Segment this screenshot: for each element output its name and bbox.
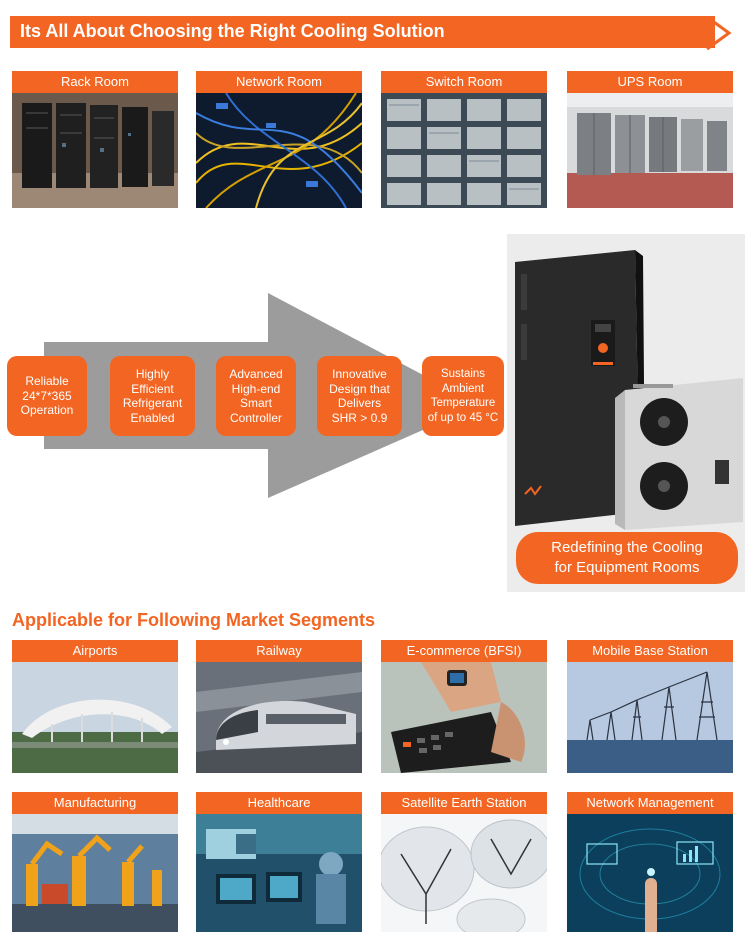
feature-controller: Advanced High-end Smart Controller bbox=[216, 356, 296, 436]
segment-label: Airports bbox=[12, 640, 178, 662]
segment-label: Satellite Earth Station bbox=[381, 792, 547, 814]
room-label: Rack Room bbox=[12, 71, 178, 93]
room-tile-switch: Switch Room bbox=[381, 71, 547, 208]
transmission-towers-photo bbox=[567, 662, 733, 773]
airport-photo bbox=[12, 662, 178, 773]
segment-tile-ecommerce: E-commerce (BFSI) bbox=[381, 640, 547, 773]
room-tile-ups: UPS Room bbox=[567, 71, 733, 208]
feature-text: Highly Efficient Refrigerant Enabled bbox=[122, 367, 183, 425]
segment-label: E-commerce (BFSI) bbox=[381, 640, 547, 662]
header-banner: Its All About Choosing the Right Cooling… bbox=[10, 16, 715, 48]
segment-tile-mobile-base-station: Mobile Base Station bbox=[567, 640, 733, 773]
satellite-dish-photo bbox=[381, 814, 547, 932]
segments-title: Applicable for Following Market Segments bbox=[12, 610, 376, 630]
feature-text: Reliable 24*7*365 Operation bbox=[20, 374, 74, 418]
server-racks-photo bbox=[12, 93, 178, 208]
feature-text: Sustains Ambient Temperature of up to 45… bbox=[427, 368, 499, 424]
product-tagline: Redefining the Cooling for Equipment Roo… bbox=[516, 532, 738, 584]
segment-tile-manufacturing: Manufacturing bbox=[12, 792, 178, 932]
ups-cabinets-photo bbox=[567, 93, 733, 208]
segment-tile-airports: Airports bbox=[12, 640, 178, 773]
network-cables-photo bbox=[196, 93, 362, 208]
digital-world-photo bbox=[567, 814, 733, 932]
segment-label: Mobile Base Station bbox=[567, 640, 733, 662]
factory-robots-photo bbox=[12, 814, 178, 932]
chevron-right-icon bbox=[706, 15, 732, 51]
room-label: UPS Room bbox=[567, 71, 733, 93]
train-photo bbox=[196, 662, 362, 773]
room-tile-network: Network Room bbox=[196, 71, 362, 208]
cooling-unit-photo bbox=[515, 250, 743, 530]
segment-label: Healthcare bbox=[196, 792, 362, 814]
operating-room-photo bbox=[196, 814, 362, 932]
segment-tile-railway: Railway bbox=[196, 640, 362, 773]
segment-label: Manufacturing bbox=[12, 792, 178, 814]
payment-terminal-photo bbox=[381, 662, 547, 773]
segment-tile-healthcare: Healthcare bbox=[196, 792, 362, 932]
room-label: Network Room bbox=[196, 71, 362, 93]
room-tile-rack: Rack Room bbox=[12, 71, 178, 208]
feature-temperature: Sustains Ambient Temperature of up to 45… bbox=[422, 356, 504, 436]
page-title: Its All About Choosing the Right Cooling… bbox=[20, 21, 445, 41]
feature-reliable: Reliable 24*7*365 Operation bbox=[7, 356, 87, 436]
segment-tile-satellite: Satellite Earth Station bbox=[381, 792, 547, 932]
feature-text: Advanced High-end Smart Controller bbox=[229, 367, 283, 425]
feature-efficient: Highly Efficient Refrigerant Enabled bbox=[110, 356, 195, 436]
room-label: Switch Room bbox=[381, 71, 547, 93]
segment-label: Network Management bbox=[567, 792, 733, 814]
feature-text: Innovative Design that Delivers SHR > 0.… bbox=[329, 367, 390, 425]
segment-label: Railway bbox=[196, 640, 362, 662]
segment-tile-network-management: Network Management bbox=[567, 792, 733, 932]
switch-panels-photo bbox=[381, 93, 547, 208]
feature-design: Innovative Design that Delivers SHR > 0.… bbox=[317, 356, 402, 436]
